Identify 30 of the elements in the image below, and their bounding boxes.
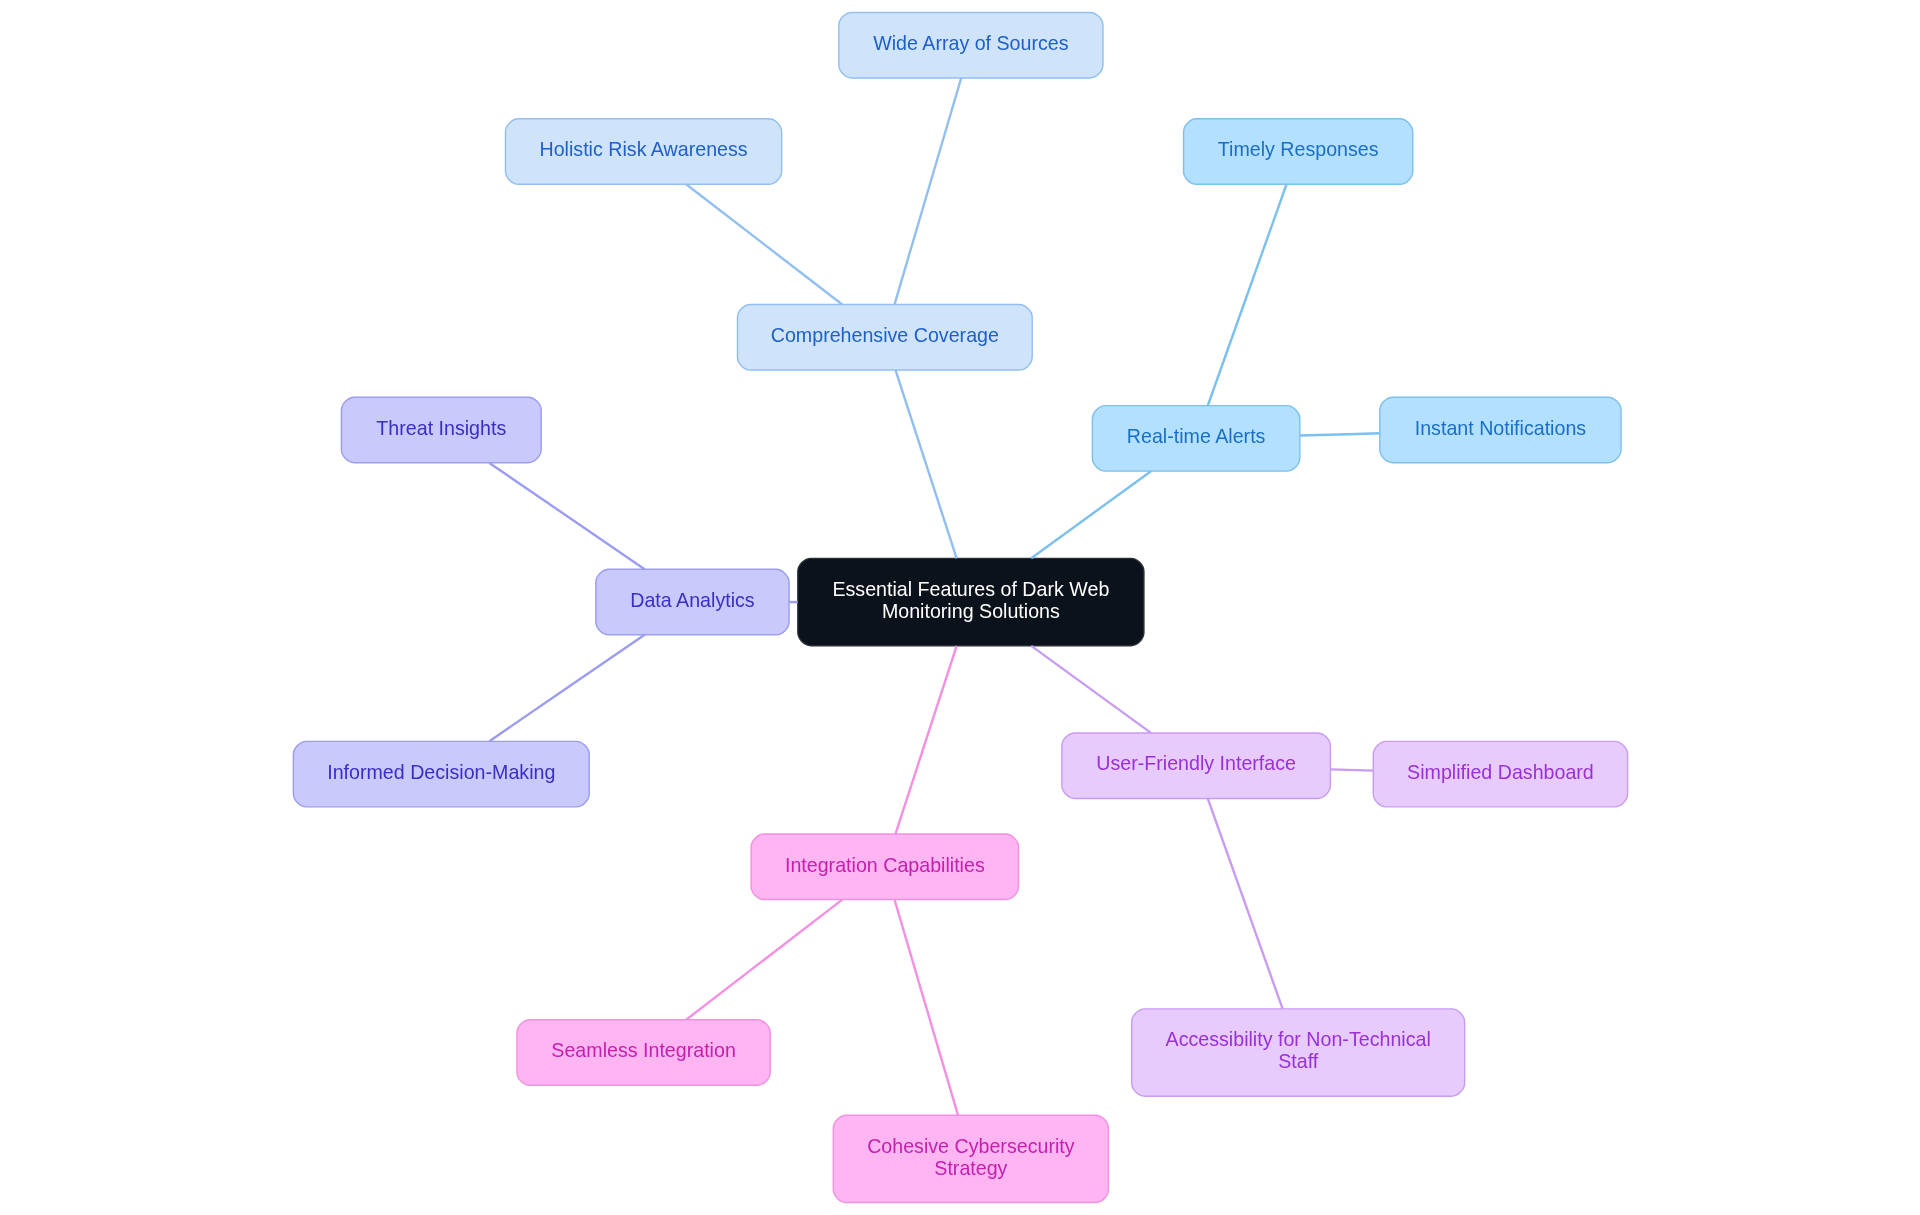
connector — [488, 633, 645, 743]
connector — [893, 645, 958, 835]
connector — [892, 77, 962, 305]
node-box: Comprehensive Coverage — [736, 303, 1033, 371]
node-box: User-Friendly Interface — [1060, 732, 1331, 800]
connector — [684, 898, 843, 1021]
connector — [892, 899, 959, 1116]
connector — [1206, 798, 1284, 1010]
node-box: Seamless Integration — [515, 1019, 771, 1086]
connector — [1206, 184, 1288, 406]
node-box: Holistic Risk Awareness — [504, 118, 782, 185]
node-box: Informed Decision-Making — [292, 740, 590, 808]
connector — [1030, 470, 1152, 560]
node-box: Simplified Dashboard — [1372, 740, 1628, 808]
connector — [1030, 644, 1152, 734]
node-box: Essential Features of Dark Web Monitoring Solutions — [796, 557, 1145, 647]
node-box: Data Analytics — [594, 568, 790, 636]
connector — [488, 461, 645, 571]
node-box: Real-time Alerts — [1091, 404, 1301, 472]
node-box: Instant Notifications — [1378, 396, 1622, 464]
node-box: Accessibility for Non-Technical Staff — [1130, 1008, 1465, 1097]
node-box: Threat Insights — [340, 396, 542, 464]
node-box: Timely Responses — [1182, 118, 1413, 185]
connector — [684, 183, 843, 306]
node-box: Cohesive Cybersecurity Strategy — [832, 1114, 1109, 1204]
connector — [893, 369, 958, 559]
node-box: Integration Capabilities — [749, 833, 1019, 901]
node-box: Wide Array of Sources — [837, 11, 1104, 79]
connector — [1299, 432, 1380, 437]
connector — [1329, 768, 1373, 772]
